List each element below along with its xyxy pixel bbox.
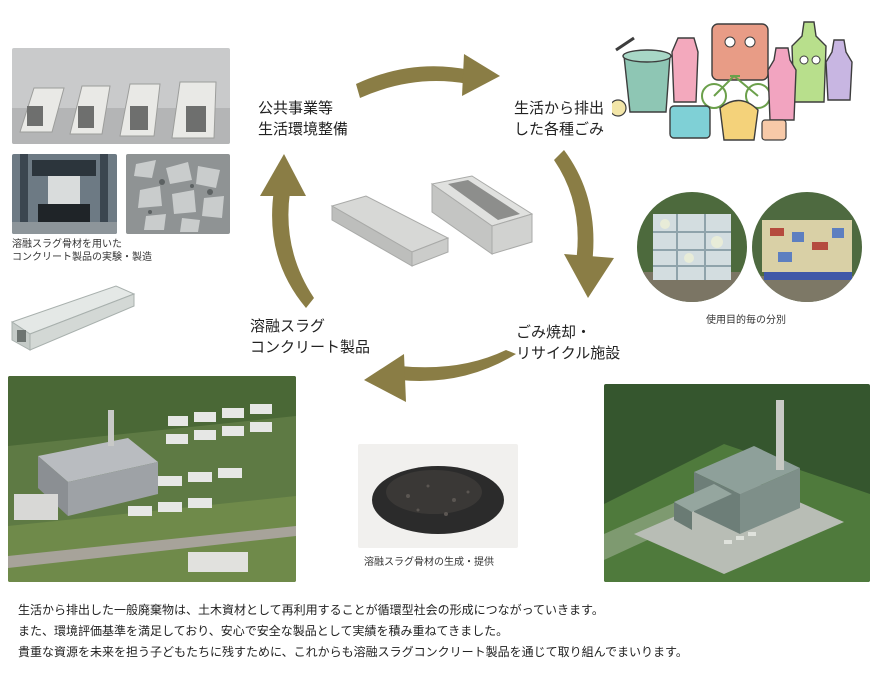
public-works-line1: 公共事業等	[258, 99, 334, 117]
body-text-line3: 貴重な資源を未来を担う子どもたちに残すために、これからも溶融スラグコンクリート製…	[18, 645, 688, 659]
slag-products-line1: 溶融スラグ	[250, 317, 326, 335]
incineration-label: ごみ焼却・ リサイクル施設	[516, 322, 620, 364]
household-waste-label: 生活から排出 した各種ごみ	[514, 98, 604, 140]
long-gutter-photo	[8, 272, 138, 352]
slag-products-line2: コンクリート製品	[250, 338, 371, 356]
sorted-bale-photo-2	[752, 192, 862, 302]
slag-aggregate-photo	[358, 444, 518, 548]
u-gutter-block-icon	[430, 175, 534, 255]
incineration-line2: リサイクル施設	[516, 344, 621, 362]
u-channel-photo	[12, 48, 230, 144]
public-works-line2: 生活環境整備	[258, 120, 349, 138]
arrow-bottom-icon	[364, 350, 516, 402]
incineration-plant-photo	[604, 384, 870, 582]
public-works-label: 公共事業等 生活環境整備	[258, 98, 348, 140]
experiment-caption: 溶融スラグ骨材を用いた コンクリート製品の実験・製造	[12, 238, 152, 264]
incineration-line1: ごみ焼却・	[516, 323, 592, 341]
curb-block-icon	[330, 195, 450, 267]
body-text-line1: 生活から排出した一般廃棄物は、土木資材として再利用することが循環型社会の形成につ…	[18, 603, 604, 617]
arrow-top-icon	[356, 54, 500, 98]
experiment-caption-line2: コンクリート製品の実験・製造	[12, 252, 152, 263]
lab-press-photo	[12, 154, 117, 234]
sorting-caption: 使用目的毎の分別	[706, 315, 786, 326]
sorted-bale-photo-1	[637, 192, 747, 302]
household-waste-line2: した各種ごみ	[514, 120, 605, 138]
arrow-right-icon	[554, 150, 614, 298]
arrow-left-icon	[260, 154, 314, 308]
aggregate-caption: 溶融スラグ骨材の生成・提供	[364, 557, 494, 568]
experiment-caption-line1: 溶融スラグ骨材を用いた	[12, 239, 122, 250]
slag-products-label: 溶融スラグ コンクリート製品	[250, 316, 370, 358]
body-text: 生活から排出した一般廃棄物は、土木資材として再利用することが循環型社会の形成につ…	[18, 600, 688, 663]
body-text-line2: また、環境評価基準を満足しており、安心で安全な製品として実績を積み重ねてきました…	[18, 624, 509, 638]
household-waste-line1: 生活から排出	[514, 99, 605, 117]
waste-characters-illustration	[612, 21, 853, 141]
factory-aerial-photo	[8, 376, 296, 582]
crushed-slag-photo	[126, 154, 230, 234]
